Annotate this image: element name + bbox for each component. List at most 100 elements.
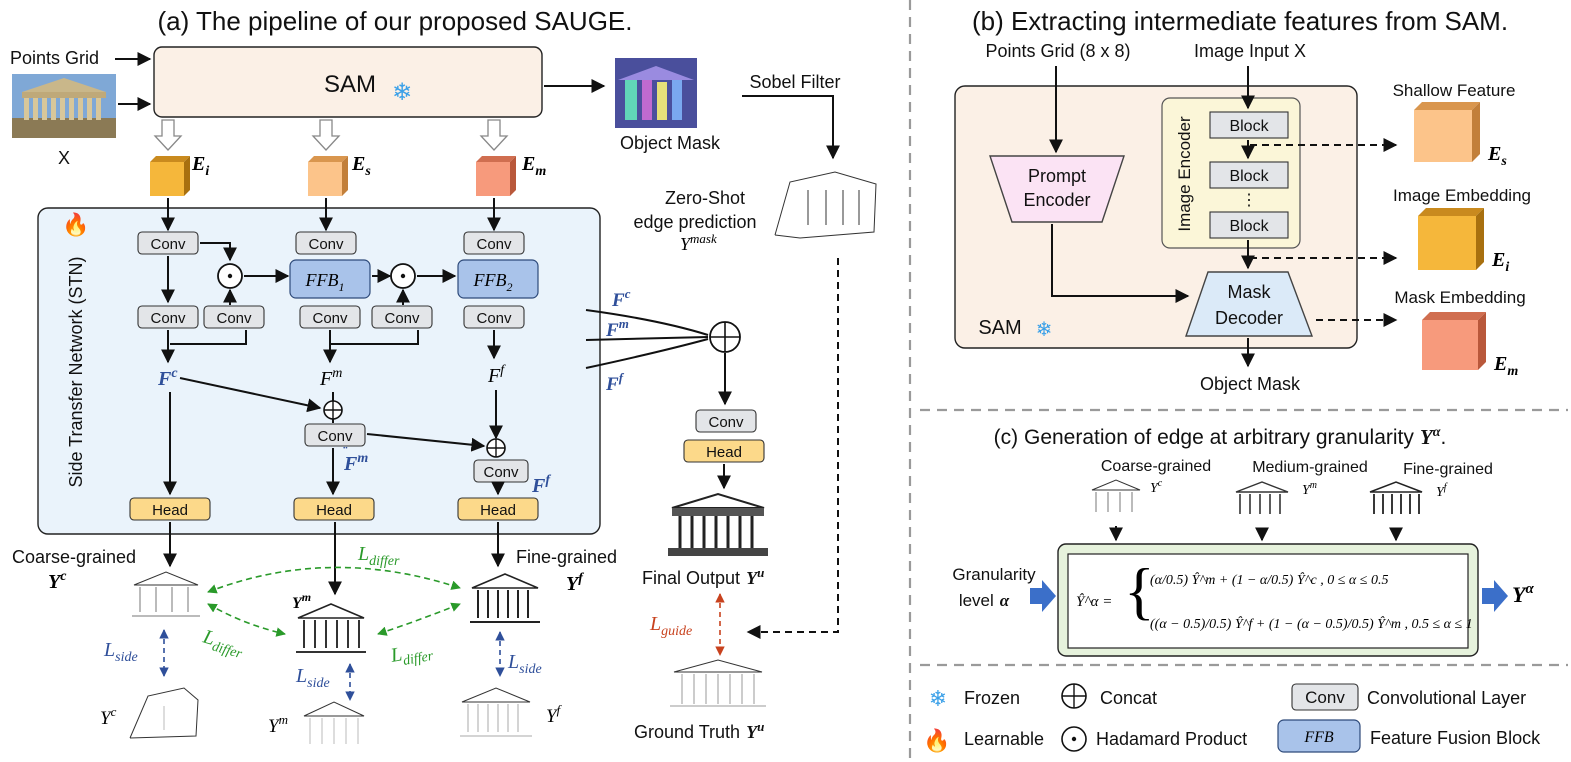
ground-truth-image (666, 658, 770, 716)
input-arrow-icon (1030, 580, 1056, 612)
input-image (12, 74, 116, 138)
conv-c2-mid (299, 305, 361, 329)
flame-icon: 🔥 (62, 212, 89, 238)
svg-text:Conv: Conv (308, 236, 344, 253)
ff-label: Ff (487, 363, 506, 387)
l-side-left: Lside (103, 639, 138, 665)
equation-lhs: Ŷ^α = (1076, 593, 1112, 610)
sam-b-label: SAM (978, 317, 1021, 339)
object-mask-label: Object Mask (620, 133, 721, 153)
svg-text:Conv: Conv (476, 236, 512, 253)
shallow-feature-label: Shallow Feature (1393, 81, 1516, 100)
final-output-image (664, 490, 772, 562)
y-alpha-output: Yα (1512, 581, 1534, 607)
yf-hat-label: Yf (566, 571, 584, 595)
equation-line-2: ((α − 0.5)/0.5) Ŷ^f + (1 − (α − 0.5)/0.5… (1150, 615, 1473, 632)
points-grid-8-label: Points Grid (8 x 8) (985, 41, 1130, 61)
c-medium-image (1232, 478, 1292, 524)
stn-label: Side Transfer Network (STN) (66, 256, 86, 487)
es-label: Es (351, 153, 371, 179)
mask-decoder-shape (1185, 271, 1314, 337)
svg-text:Block: Block (1229, 168, 1269, 185)
head-fine (457, 497, 539, 521)
svg-text:Es: Es (1487, 143, 1507, 169)
fm-fused-label: Fm (343, 451, 368, 475)
svg-text:FFB: FFB (1303, 729, 1334, 746)
hollow-arrows (153, 119, 509, 151)
prompt-encoder-label-1: Prompt (1028, 166, 1086, 186)
svg-text:FFB1: FFB1 (305, 270, 345, 294)
legend-hadamard: Hadamard Product (1096, 729, 1247, 749)
equation-box (1067, 553, 1469, 649)
legend-learnable: Learnable (964, 729, 1044, 749)
c-fine-image (1366, 478, 1426, 524)
ffb-1 (289, 259, 371, 299)
coarse-c-label: Coarse-grained (1101, 458, 1211, 475)
em-label: Em (521, 153, 546, 179)
legend-ffb-desc: Feature Fusion Block (1370, 728, 1541, 748)
svg-text:Conv: Conv (476, 310, 512, 327)
gt-fine-image (460, 687, 532, 737)
svg-text:Head: Head (706, 444, 742, 461)
svg-text:Head: Head (316, 502, 352, 519)
conv-final (695, 409, 757, 433)
conv-c1-mid (137, 305, 199, 329)
panel-a-title: (a) The pipeline of our proposed SAUGE. (157, 6, 632, 36)
mask-decoder-label-2: Decoder (1215, 308, 1283, 328)
granularity-label-1: Granularity (952, 565, 1036, 584)
cube-shallow (1414, 102, 1480, 162)
yf-gt-label: Yf (546, 702, 563, 727)
conv-c1-top (137, 231, 199, 255)
sam-label: SAM (324, 71, 376, 98)
head-final (683, 439, 765, 463)
conv-c2-side (371, 305, 433, 329)
sam-box (153, 46, 543, 118)
fine-c-label: Fine-grained (1403, 461, 1493, 478)
image-embedding-label: Image Embedding (1393, 186, 1531, 205)
svg-text:Block: Block (1229, 118, 1269, 135)
svg-text:FFB2: FFB2 (473, 270, 513, 294)
mask-embedding-label: Mask Embedding (1394, 288, 1525, 307)
l-side-mid: Lside (295, 665, 330, 691)
l-differ-top: Ldiffer (357, 543, 400, 569)
ym-gt-label: Ym (268, 712, 288, 737)
svg-text:Conv: Conv (317, 428, 353, 445)
object-mask-image (615, 58, 697, 128)
legend-frozen: Frozen (964, 688, 1020, 708)
svg-text:Head: Head (480, 502, 516, 519)
head-medium (293, 497, 375, 521)
svg-text:Conv: Conv (384, 310, 420, 327)
svg-text:Conv: Conv (312, 310, 348, 327)
cube-image-emb (1418, 208, 1484, 270)
cube-ei (150, 156, 190, 196)
output-arrow-icon (1482, 580, 1508, 612)
l-guide-label: Lguide (649, 613, 692, 639)
image-input-label: Image Input X (1194, 41, 1306, 61)
head-coarse (129, 497, 211, 521)
block-2 (1209, 161, 1289, 189)
zero-shot-edge-image (770, 165, 880, 243)
zero-shot-label-2: edge prediction (633, 212, 756, 232)
fc-label: Fc (157, 366, 178, 390)
pred-coarse-image (128, 568, 202, 624)
mask-decoder-label-1: Mask (1227, 282, 1271, 302)
conv-fuse-1 (304, 423, 366, 447)
panel-c-title: (c) Generation of edge at arbitrary gran… (994, 425, 1447, 449)
panel-b-title: (b) Extracting intermediate features fro… (972, 6, 1508, 36)
svg-text:Conv: Conv (216, 310, 252, 327)
svg-text:{: { (1124, 555, 1155, 626)
cube-em (476, 156, 516, 196)
gt-medium-image (303, 701, 365, 744)
yc-gt-label: Yc (100, 704, 117, 729)
prompt-encoder-shape (989, 155, 1125, 223)
legend-ffb-box (1277, 719, 1361, 753)
svg-text:Ff: Ff (605, 370, 625, 395)
sobel-filter-label: Sobel Filter (749, 72, 840, 92)
pred-fine-image (466, 570, 544, 628)
ff-fused-label: Ff (531, 473, 551, 497)
learnable-flame-icon: 🔥 (923, 728, 950, 754)
conv-c3-top (463, 231, 525, 255)
